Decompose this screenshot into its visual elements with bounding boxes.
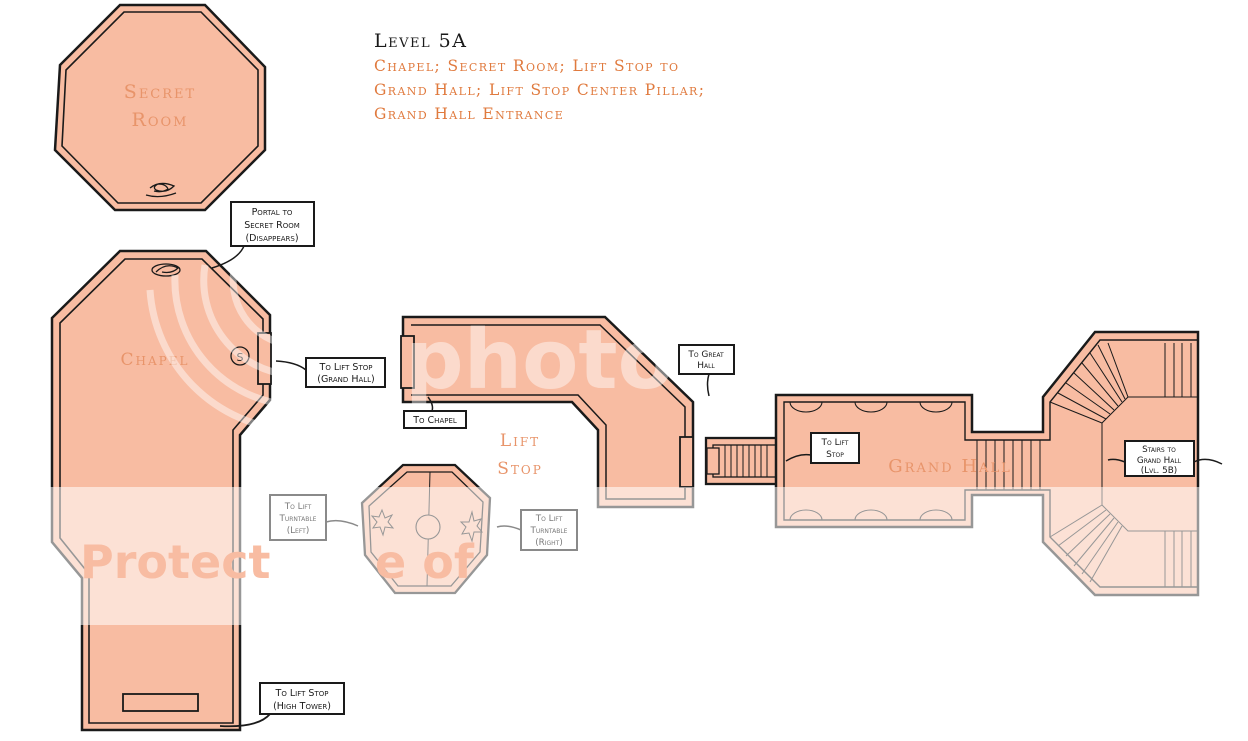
svg-text:To Chapel: To Chapel [412,415,457,426]
portal-icon[interactable] [145,182,177,198]
door-west[interactable] [400,335,415,389]
secret-room-label-line2: Room [132,109,189,131]
secret-room-label-line1: Secret [124,81,196,103]
level-title: Level 5A [374,30,468,52]
entrance-stairs[interactable] [704,436,780,486]
svg-text:Stairs to: Stairs to [1142,445,1176,455]
svg-text:To Lift: To Lift [821,438,849,448]
door-east[interactable] [257,332,272,385]
svg-text:e of: e of [375,535,475,589]
svg-text:Portal to: Portal to [252,207,293,218]
svg-text:To Lift: To Lift [535,514,563,524]
watermark-band: Protect e of [0,487,1248,625]
watermark: photo [146,264,674,434]
callout-portal: Portal to Secret Room (Disappears) [211,201,315,269]
door-south[interactable] [122,693,199,712]
svg-text:Hall: Hall [697,361,715,371]
svg-text:(High Tower): (High Tower) [273,701,331,712]
svg-text:To Lift Stop: To Lift Stop [275,688,329,699]
level-header: Level 5A Chapel; Secret Room; Lift Stop … [374,30,705,126]
svg-text:(Left): (Left) [287,526,310,536]
callout-to-lift-stop: To Lift Stop [785,432,860,464]
callout-to-chapel: To Chapel [403,396,467,429]
level-subtitle-line3: Grand Hall Entrance [374,105,565,123]
callout-turntable-right: To Lift Turntable (Right) [496,509,578,551]
svg-text:To Great: To Great [687,350,724,360]
grand-hall-label: Grand Hall [888,456,1011,477]
level-subtitle-line2: Grand Hall; Lift Stop Center Pillar; [374,81,706,99]
lift-stop-label-line1: Lift [500,431,540,451]
door-east[interactable] [679,436,694,488]
callout-turntable-left: To Lift Turntable (Left) [269,494,359,541]
svg-text:(Grand Hall): (Grand Hall) [317,374,375,385]
svg-text:Protect: Protect [80,535,270,589]
callout-to-lift-stop-grand-hall: To Lift Stop (Grand Hall) [275,357,386,388]
lift-stop-label-line2: Stop [497,459,543,479]
svg-text:S: S [237,351,244,364]
chapel-marker-s[interactable]: S [230,346,250,366]
svg-text:Stop: Stop [826,450,844,460]
svg-text:Turntable: Turntable [530,526,568,536]
chapel-label: Chapel [121,350,190,370]
callout-to-lift-stop-high-tower: To Lift Stop (High Tower) [219,682,345,728]
svg-text:Grand Hall: Grand Hall [1137,456,1182,466]
svg-text:(Lvl. 5B): (Lvl. 5B) [1141,466,1177,476]
secret-room[interactable]: Secret Room [53,3,267,212]
lift-stop-corridor[interactable]: Lift Stop [400,315,695,509]
svg-text:photo: photo [405,313,674,408]
callout-stairs-to-grand-hall: Stairs to Grand Hall (Lvl. 5B) [1107,440,1223,477]
level-subtitle-line1: Chapel; Secret Room; Lift Stop to [374,57,680,75]
svg-text:Secret Room: Secret Room [244,220,300,231]
svg-text:(Right): (Right) [535,538,563,548]
svg-text:To Lift Stop: To Lift Stop [319,362,373,373]
portal-icon[interactable] [151,263,181,277]
svg-text:Turntable: Turntable [279,514,317,524]
svg-text:(Disappears): (Disappears) [245,233,298,244]
svg-text:To Lift: To Lift [284,502,312,512]
callout-to-great-hall: To Great Hall [678,344,735,397]
